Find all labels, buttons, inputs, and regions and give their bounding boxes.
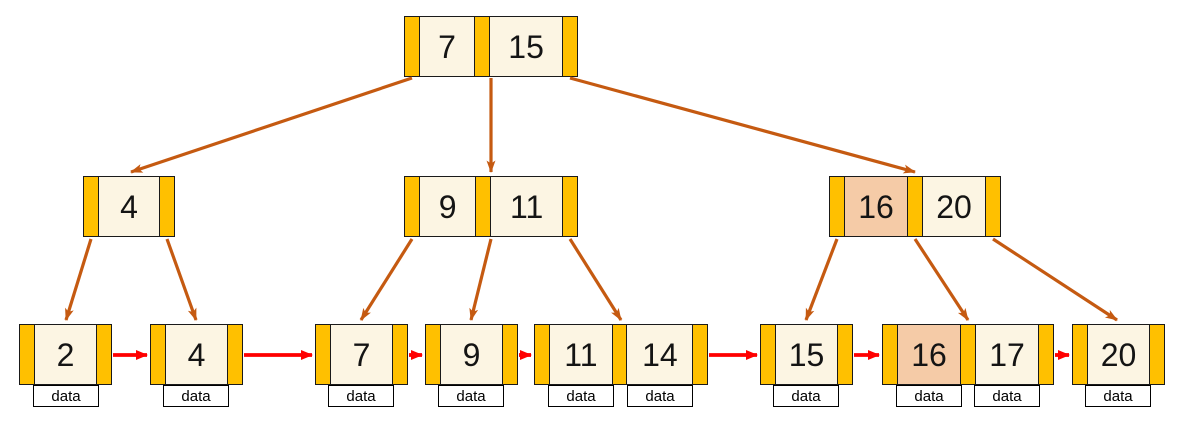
data-box: data	[627, 385, 693, 407]
key-cell: 11	[489, 176, 564, 237]
pointer-arrow-4-to-leaf-2	[64, 238, 93, 321]
pointer-arrow-16-20-to-leaf-20	[992, 237, 1118, 322]
leaf-node-4: 4	[150, 324, 243, 385]
key-value: 15	[788, 336, 825, 373]
key-value: 15	[508, 28, 544, 65]
key-value: 20	[1100, 336, 1137, 373]
pointer-strip	[837, 324, 853, 385]
pointer-arrow-16-20-to-leaf-15	[804, 238, 839, 321]
key-value: 16	[911, 336, 947, 373]
key-cell: 7	[329, 324, 394, 385]
pointer-strip	[392, 324, 408, 385]
key-value: 17	[989, 336, 1025, 373]
key-cell: 9	[439, 324, 504, 385]
pointer-arrow-16-20-to-leaf-16-17	[913, 238, 970, 321]
key-cell: 14	[626, 324, 694, 385]
key-cell: 15	[488, 16, 564, 77]
pointer-strip	[159, 176, 175, 237]
data-box: data	[896, 385, 962, 407]
key-cell: 7	[418, 16, 476, 77]
leaf-node-15: 15	[760, 324, 853, 385]
data-box: data	[974, 385, 1040, 407]
internal-node-9-11: 9 11	[404, 176, 579, 237]
data-box: data	[548, 385, 614, 407]
key-cell: 4	[97, 176, 161, 237]
pointer-arrow-4-to-leaf-4	[165, 238, 198, 321]
key-cell: 15	[774, 324, 839, 385]
data-box: data	[163, 385, 229, 407]
leaf-node-11-14: 11 14	[534, 324, 708, 385]
pointer-strip	[227, 324, 243, 385]
key-value: 7	[352, 336, 371, 373]
data-box: data	[773, 385, 839, 407]
key-value: 11	[564, 336, 598, 373]
pointer-strip	[985, 176, 1001, 237]
key-value: 2	[56, 336, 75, 373]
internal-node-4: 4	[83, 176, 175, 237]
pointer-strip	[562, 16, 579, 77]
pointer-strip	[692, 324, 708, 385]
key-cell: 9	[418, 176, 477, 237]
key-value: 9	[438, 188, 457, 225]
leaf-node-9: 9	[425, 324, 518, 385]
pointer-strip	[562, 176, 579, 237]
pointer-arrow-9-11-to-leaf-9	[469, 238, 493, 321]
key-value: 4	[120, 188, 138, 225]
root-node: 7 15	[404, 16, 579, 77]
pointer-arrow-9-11-to-leaf-7	[359, 238, 414, 321]
pointer-arrow-root-to-4	[130, 76, 413, 174]
leaf-node-2: 2	[19, 324, 112, 385]
key-cell: 11	[548, 324, 614, 385]
key-value: 4	[187, 336, 206, 373]
pointer-strip	[1038, 324, 1054, 385]
pointer-arrow-root-to-16-20	[569, 76, 916, 174]
internal-node-16-20: 16 20	[829, 176, 1001, 237]
pointer-arrow-9-11-to-leaf-11-14	[568, 238, 623, 321]
key-cell-highlighted: 16	[843, 176, 909, 237]
key-value: 9	[462, 336, 481, 373]
key-cell: 20	[1086, 324, 1151, 385]
key-value: 7	[438, 28, 456, 65]
key-cell: 2	[33, 324, 98, 385]
key-value: 14	[642, 336, 678, 373]
data-box: data	[1085, 385, 1151, 407]
key-cell: 4	[164, 324, 229, 385]
pointer-strip	[502, 324, 518, 385]
key-cell: 20	[921, 176, 987, 237]
leaf-node-16-17: 16 17	[882, 324, 1054, 385]
pointer-strip	[1149, 324, 1165, 385]
leaf-node-7: 7	[315, 324, 408, 385]
data-box: data	[328, 385, 394, 407]
pointer-strip	[96, 324, 112, 385]
key-value: 20	[936, 188, 972, 225]
key-value: 16	[858, 188, 894, 225]
leaf-node-20: 20	[1072, 324, 1165, 385]
key-value: 11	[510, 188, 544, 225]
key-cell: 17	[974, 324, 1040, 385]
key-cell-highlighted: 16	[896, 324, 962, 385]
data-box: data	[438, 385, 504, 407]
data-box: data	[33, 385, 99, 407]
